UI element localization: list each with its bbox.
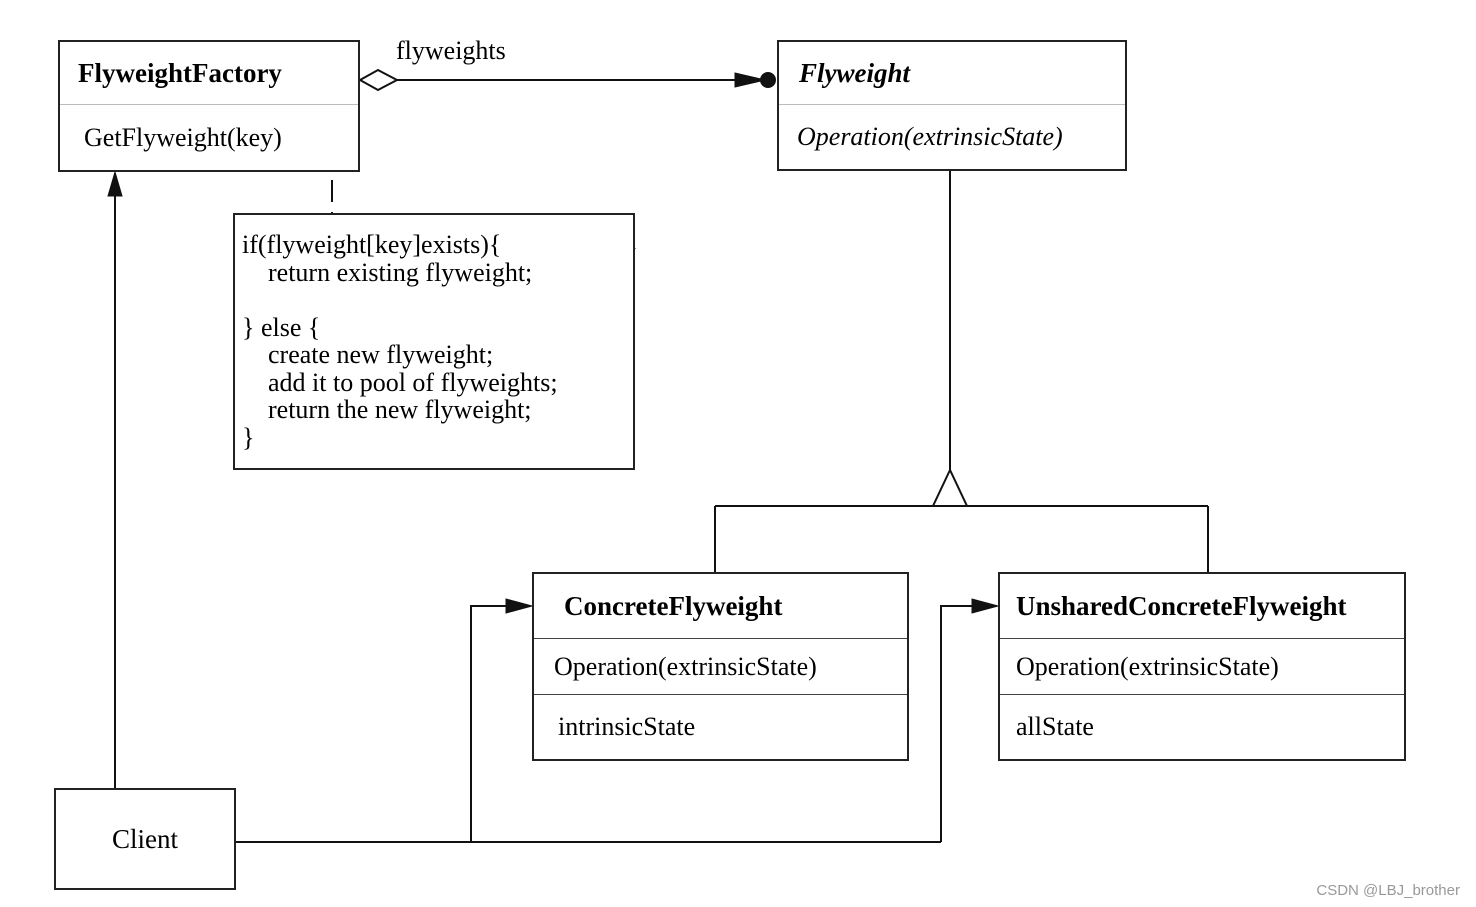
- arrowhead-flyweight: [734, 72, 766, 88]
- note-line: }: [242, 422, 255, 452]
- unshared-concrete-flyweight-class[interactable]: UnsharedConcreteFlyweight Operation(extr…: [998, 572, 1406, 761]
- note-line: create new flyweight;: [242, 340, 494, 369]
- note-line: add it to pool of flyweights;: [242, 367, 558, 397]
- note-line: [242, 286, 633, 314]
- many-dot: [760, 72, 776, 88]
- class-name: FlyweightFactory: [78, 57, 282, 88]
- client-class[interactable]: Client: [54, 788, 236, 890]
- concrete-flyweight-class[interactable]: ConcreteFlyweight Operation(extrinsicSta…: [532, 572, 909, 761]
- class-operation: Operation(extrinsicState): [534, 638, 907, 694]
- class-operation: GetFlyweight(key): [60, 104, 358, 170]
- class-attribute: intrinsicState: [534, 694, 907, 759]
- class-operation: Operation(extrinsicState): [1000, 638, 1404, 694]
- aggregation-diamond: [357, 68, 400, 92]
- note-line: return the new flyweight;: [242, 395, 532, 424]
- class-name: UnsharedConcreteFlyweight: [1016, 590, 1347, 621]
- note-line: } else {: [242, 312, 321, 342]
- class-name: ConcreteFlyweight: [564, 590, 783, 621]
- inheritance-triangle: [931, 467, 969, 507]
- flyweight-class[interactable]: Flyweight Operation(extrinsicState): [777, 40, 1127, 171]
- pseudocode-note: if(flyweight[key]exists){ return existin…: [233, 213, 635, 470]
- class-attribute: allState: [1000, 694, 1404, 759]
- arrowhead-factory: [107, 170, 123, 197]
- note-line: return existing flyweight;: [242, 257, 533, 287]
- class-name: Client: [112, 823, 178, 854]
- arrowhead-concrete: [505, 598, 534, 614]
- association-label: flyweights: [396, 36, 506, 65]
- watermark: CSDN @LBJ_brother: [1316, 882, 1460, 899]
- client-concrete-path: [470, 605, 515, 842]
- client-unshared-path: [940, 605, 982, 842]
- class-name: Flyweight: [799, 57, 911, 88]
- flyweight-factory-class[interactable]: FlyweightFactory GetFlyweight(key): [58, 40, 360, 172]
- note-line: if(flyweight[key]exists){: [242, 230, 502, 259]
- arrowhead-unshared: [971, 598, 1000, 614]
- class-operation: Operation(extrinsicState): [779, 104, 1125, 169]
